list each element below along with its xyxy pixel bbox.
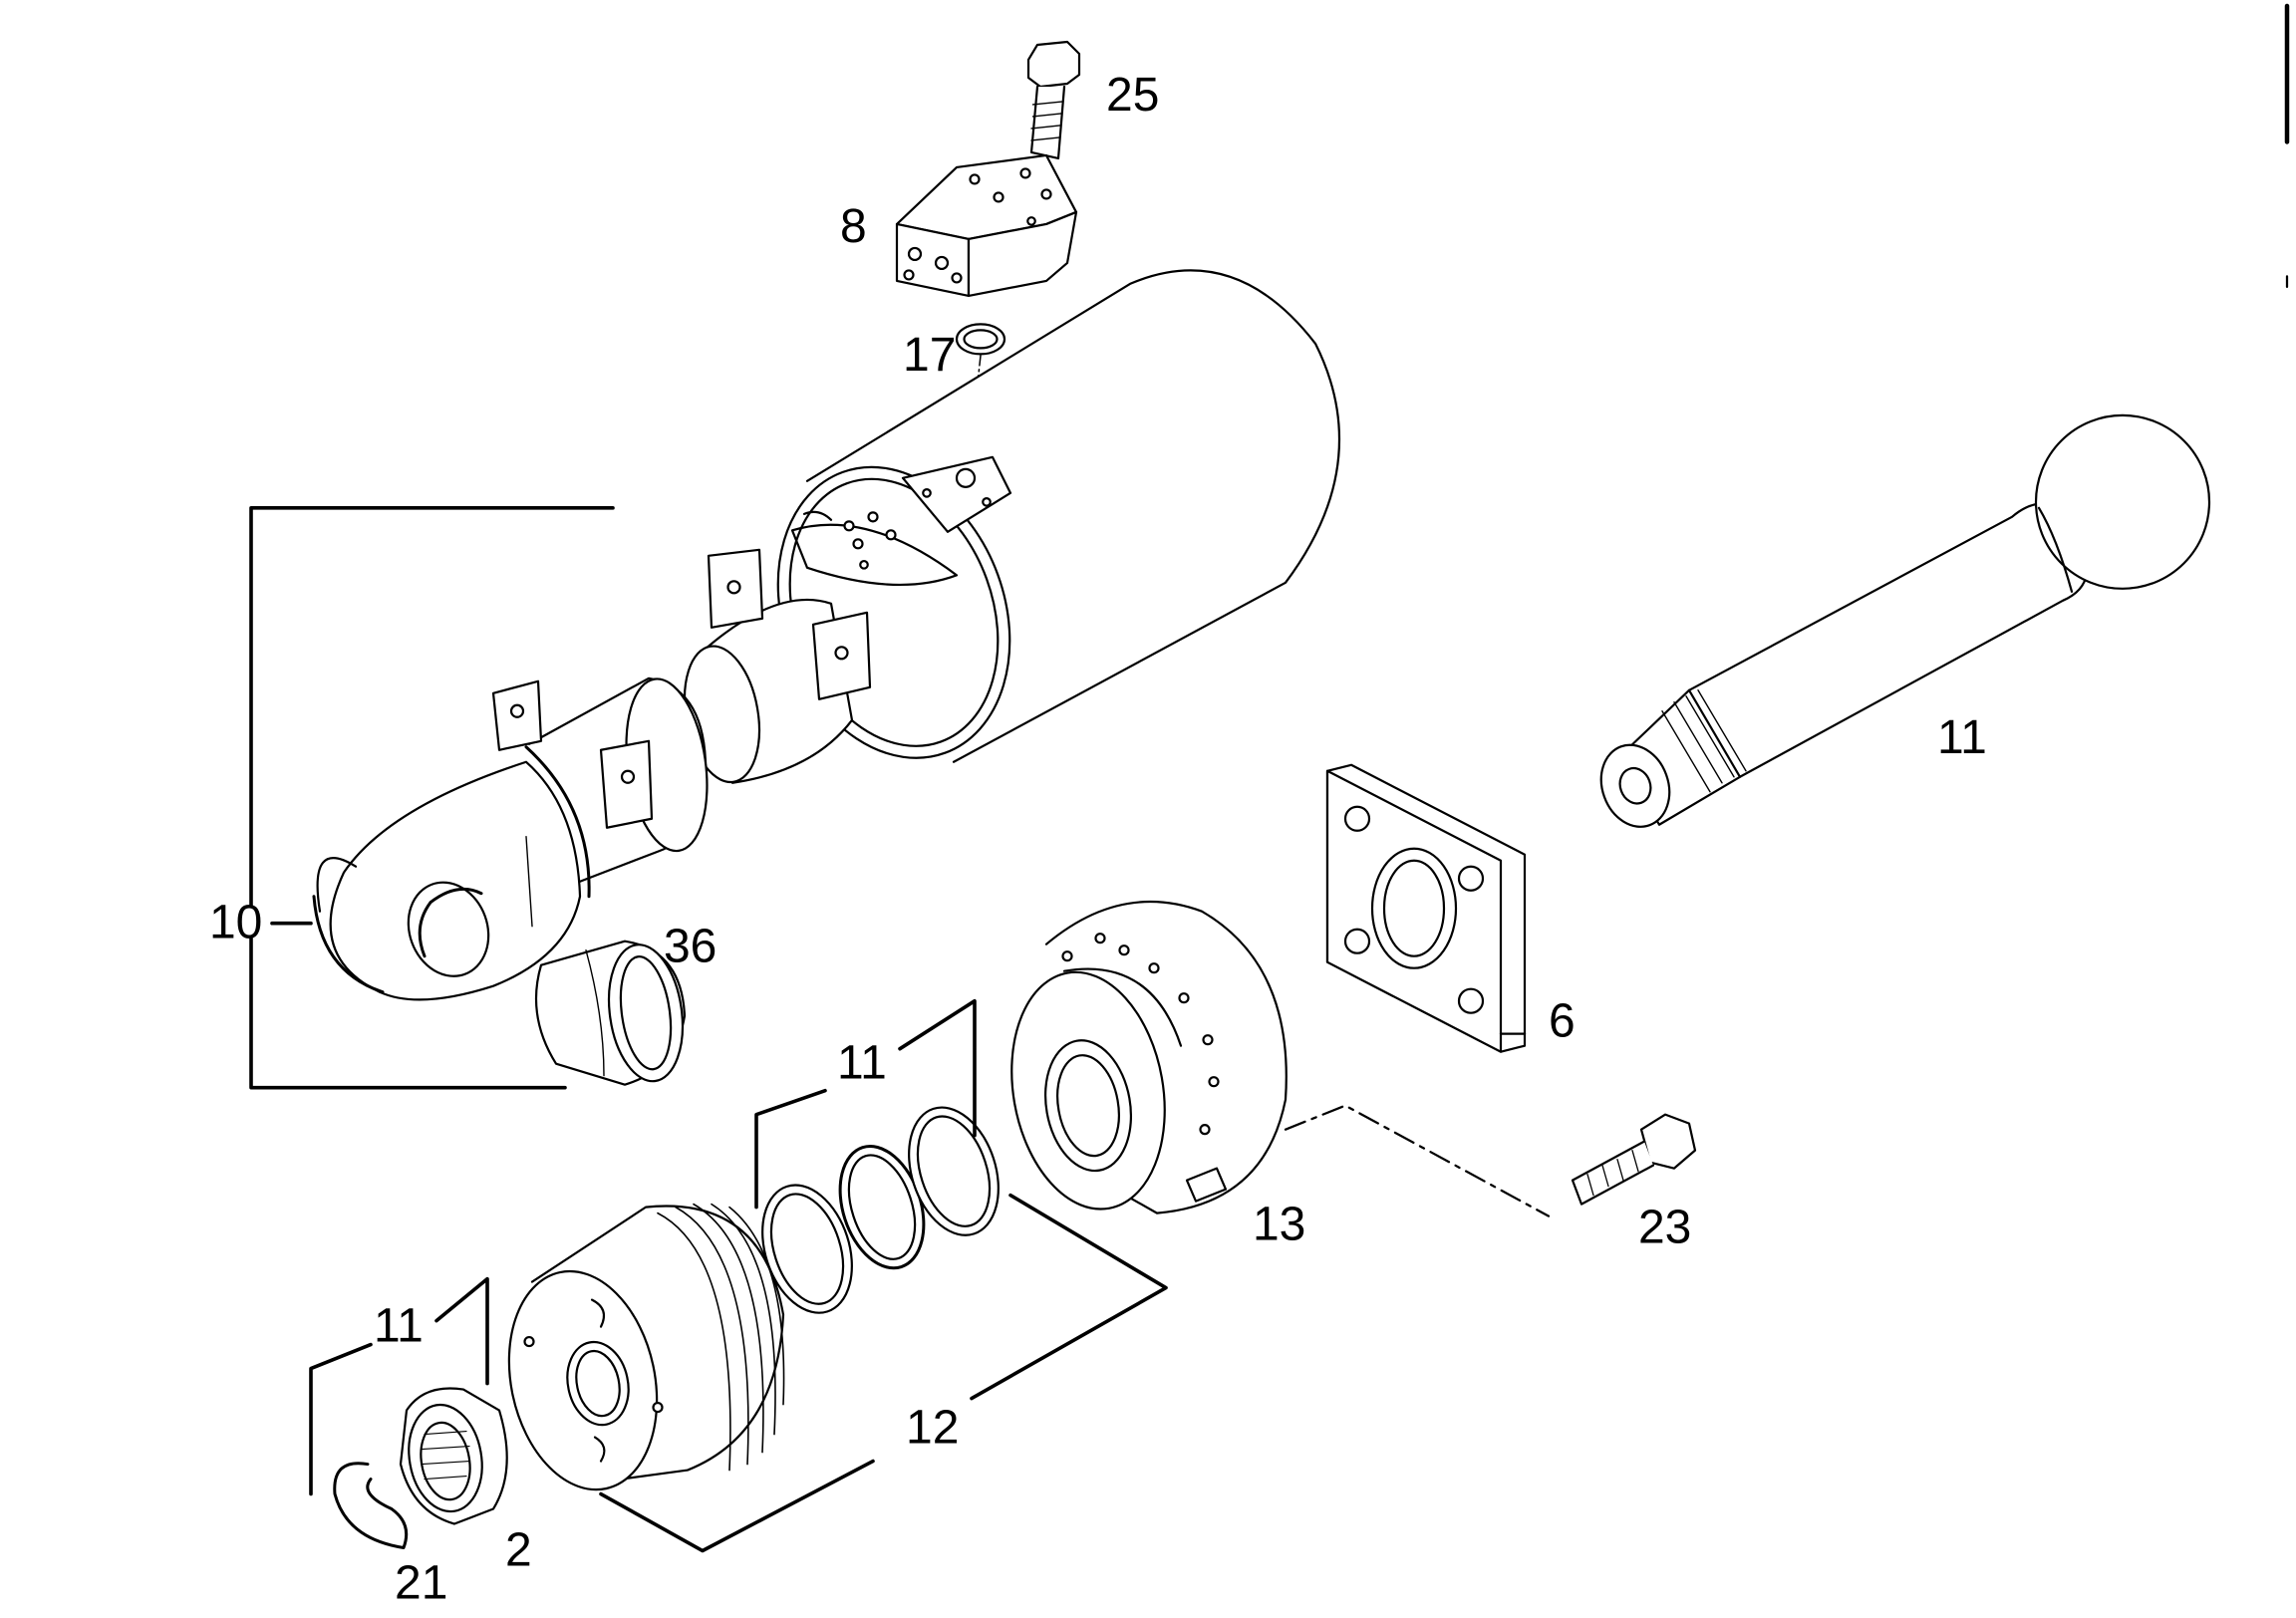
part-6-flange: [1327, 765, 1525, 1052]
part-8-valve-block: [897, 155, 1076, 296]
part-25-bolt: [1028, 42, 1079, 158]
part-36-bushing: [536, 940, 691, 1086]
label-6: 6: [1549, 995, 1576, 1048]
part-23-bolt: [1573, 1115, 1695, 1205]
label-11-nut: 11: [374, 1300, 424, 1353]
label-25: 25: [1106, 69, 1159, 122]
bracket-group-10: [249, 506, 615, 1090]
label-8: 8: [840, 200, 867, 253]
part-21-circlip: [335, 1464, 407, 1548]
bracket-group-11-nut: [309, 1276, 489, 1496]
label-11-seals: 11: [837, 1037, 887, 1090]
label-13: 13: [1253, 1199, 1305, 1251]
leader-13-23: [1284, 1104, 1551, 1217]
part-11-seal-rings: [747, 1096, 1014, 1324]
bracket-group-11-seals: [754, 998, 977, 1210]
label-11-rod: 11: [1937, 711, 1987, 764]
label-2: 2: [505, 1524, 532, 1577]
label-23: 23: [1638, 1202, 1691, 1254]
label-36: 36: [664, 921, 717, 973]
label-12: 12: [906, 1402, 959, 1455]
part-labels: 25 8 17 11 10 36 6 11 13 23 11 12 2 21: [209, 69, 1987, 1610]
part-13-cylinder-head: [994, 902, 1286, 1221]
part-2-nut: [401, 1388, 507, 1523]
label-17: 17: [903, 329, 956, 382]
label-10: 10: [209, 897, 262, 949]
part-11-piston-rod: [1590, 415, 2209, 837]
bracket-group-12: [599, 1193, 1168, 1553]
part-12-piston: [489, 1205, 783, 1503]
cylinder-collar: [493, 674, 718, 897]
label-21: 21: [395, 1557, 447, 1610]
clevis-eye: [314, 762, 580, 1000]
